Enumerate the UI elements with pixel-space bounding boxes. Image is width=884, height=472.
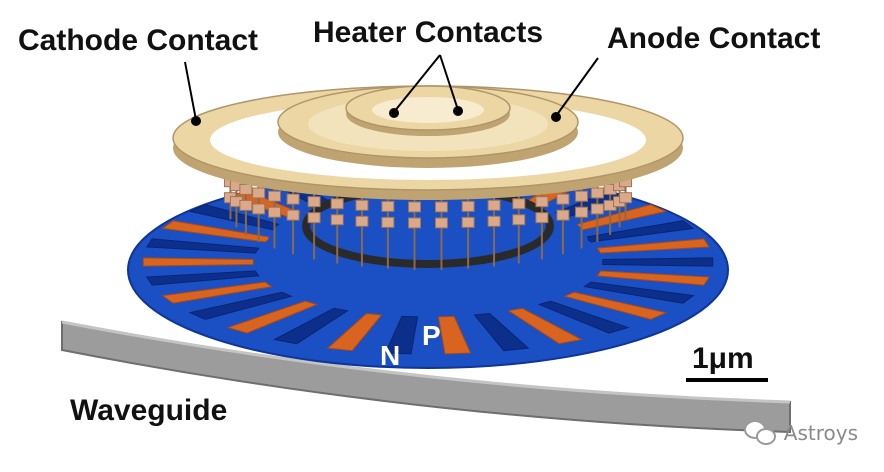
via-block [307,196,321,208]
n-doped-spoke [273,307,349,345]
watermark: Astroys [743,420,858,446]
via-block [330,198,344,210]
pointer-lines [184,54,599,121]
heater-contacts-label: Heater Contacts [313,16,544,49]
n-doped-spoke [602,257,714,267]
p-doped-spoke [596,238,711,254]
p-doped-spoke [437,315,472,355]
via-block [575,206,589,218]
p-doped-spoke [596,270,711,286]
via-block [239,199,253,211]
via-block [590,187,604,199]
via-block [355,215,369,227]
cathode-contact-label: Cathode Contact [18,24,258,57]
p-doped-spoke [226,300,319,334]
n-doped-spoke [145,270,260,286]
via-block [487,215,501,227]
p-doped-spoke [142,257,254,267]
via-block [556,193,570,205]
via-block [252,187,266,199]
scale-label: 1μm [692,342,754,375]
p-region-label: P [422,320,441,351]
cathode-pointer-dot [191,116,201,126]
heater-pointer-dot-left [389,108,399,118]
via-block [381,200,395,212]
p-doped-spoke [161,281,273,304]
via-block [434,201,448,213]
p-doped-spoke [563,291,668,320]
via-block [252,203,266,215]
via-block [461,200,475,212]
via-block [408,201,422,213]
via-block [535,196,549,208]
waveguide-label: Waveguide [70,394,228,427]
via-block [355,199,369,211]
via-block [381,216,395,228]
anode-pointer-dot [551,112,561,122]
n-region-label: N [380,340,401,371]
n-doped-spoke [145,238,260,254]
via-block [619,192,633,204]
n-doped-spoke [583,281,695,304]
wechat-icon [743,420,778,446]
anode-contact-label: Anode Contact [607,22,821,55]
via-block [408,217,422,229]
via-block [535,212,549,224]
n-doped-spoke [473,312,530,352]
via-block [267,190,281,202]
via-block [487,199,501,211]
via-block [267,206,281,218]
via-block [512,198,526,210]
via-block [286,209,300,221]
n-doped-spoke [384,315,419,355]
via-block [590,203,604,215]
via-block [239,183,253,195]
via-block [575,190,589,202]
n-doped-spoke [583,220,695,243]
via-block [286,193,300,205]
via-block [512,214,526,226]
heater-contact-ring [345,85,511,136]
via-block [461,216,475,228]
heater-pointer-dot-right [453,106,463,116]
p-doped-spoke [326,312,383,352]
via-block [330,214,344,226]
watermark-text: Astroys [783,421,858,445]
via-block [307,212,321,224]
via-block [434,217,448,229]
n-doped-spoke [188,291,293,320]
via-block [556,209,570,221]
p-doped-spoke [507,307,583,345]
n-doped-spoke [537,300,630,334]
